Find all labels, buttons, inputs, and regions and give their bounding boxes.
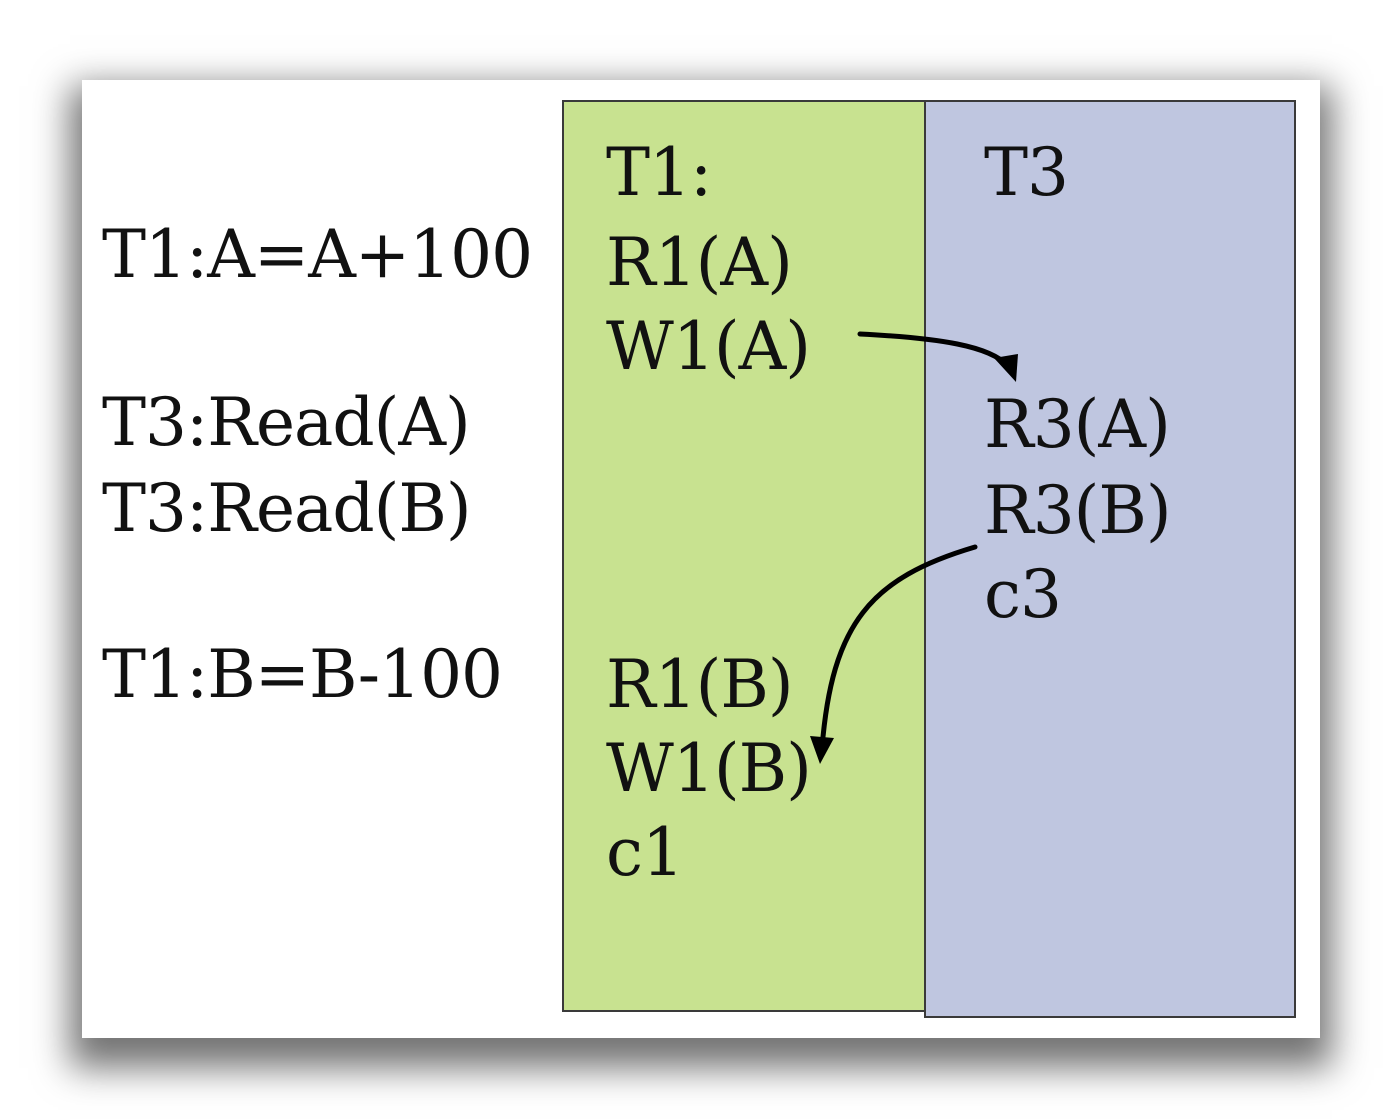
label-t3-read-a: T3:Read(A) — [102, 384, 471, 461]
t1-op-w1-a: W1(A) — [606, 308, 811, 385]
t3-op-r3-a: R3(A) — [984, 386, 1171, 463]
t1-header: T1: — [606, 134, 712, 211]
t3-column — [924, 100, 1296, 1018]
t1-op-r1-a: R1(A) — [606, 224, 793, 301]
label-t3-read-b: T3:Read(B) — [102, 470, 472, 547]
t3-header: T3 — [984, 134, 1069, 211]
t1-op-c1: c1 — [606, 814, 684, 891]
label-t1-update-a: T1:A=A+100 — [102, 216, 533, 293]
t1-op-w1-b: W1(B) — [606, 730, 812, 807]
t3-op-c3: c3 — [984, 556, 1062, 633]
label-t1-update-b: T1:B=B-100 — [102, 636, 503, 713]
t3-op-r3-b: R3(B) — [984, 472, 1172, 549]
t1-op-r1-b: R1(B) — [606, 646, 794, 723]
